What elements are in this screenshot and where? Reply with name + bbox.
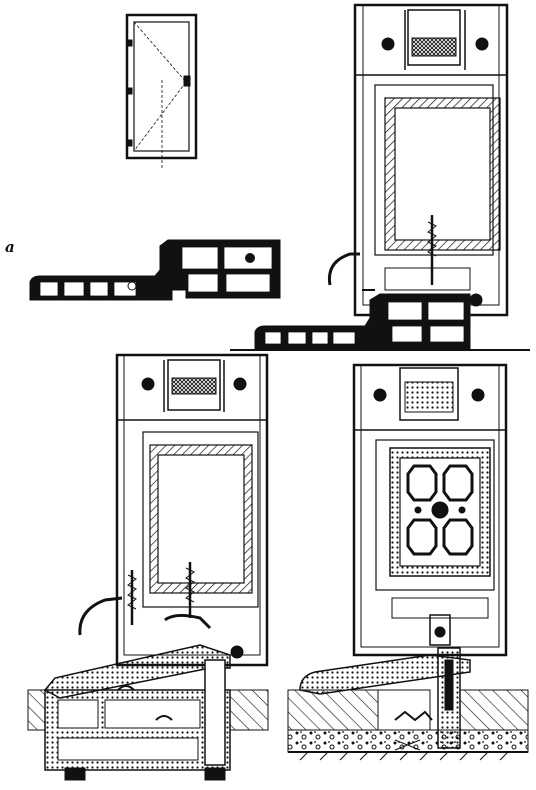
label-a: a bbox=[5, 238, 15, 256]
frame-section-bottom-right bbox=[287, 363, 529, 761]
frame-section-bottom-left bbox=[27, 353, 269, 781]
window-elevation-icon bbox=[125, 13, 198, 170]
threshold-profile-a bbox=[29, 239, 281, 301]
frame-section-top-right bbox=[230, 3, 530, 351]
